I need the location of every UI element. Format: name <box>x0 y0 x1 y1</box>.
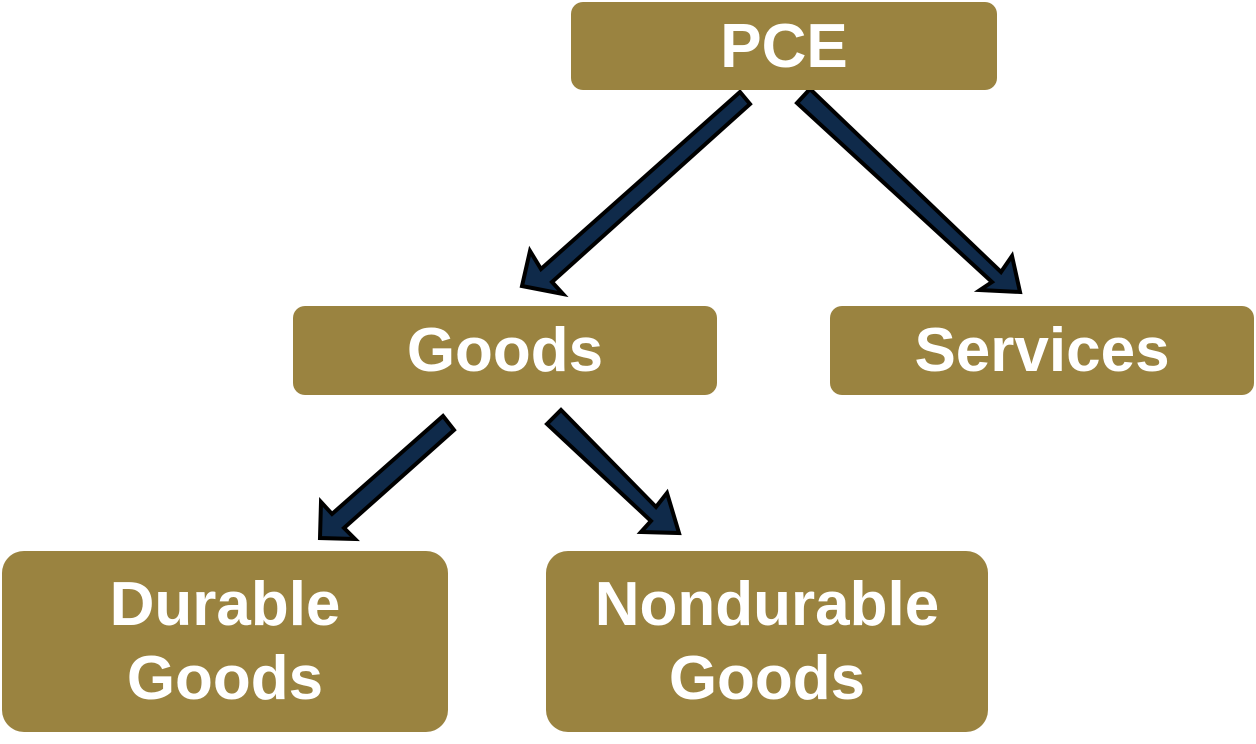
node-goods-label: Goods <box>406 316 604 385</box>
node-services: Services <box>830 306 1254 395</box>
arrow-goods-to-nondurable <box>544 407 682 536</box>
node-services-label: Services <box>914 316 1170 385</box>
node-goods: Goods <box>293 306 717 395</box>
node-pce-label: PCE <box>720 11 848 81</box>
node-nondurable-goods: Nondurable Goods <box>546 551 988 732</box>
node-durable-goods-label: Durable Goods <box>109 570 341 713</box>
node-durable-goods: Durable Goods <box>2 551 448 732</box>
node-nondurable-goods-label: Nondurable Goods <box>594 570 940 713</box>
arrow-goods-to-durable <box>317 413 457 542</box>
arrow-pce-to-goods <box>519 89 753 298</box>
node-pce: PCE <box>571 2 997 90</box>
arrow-pce-to-services <box>794 86 1023 295</box>
